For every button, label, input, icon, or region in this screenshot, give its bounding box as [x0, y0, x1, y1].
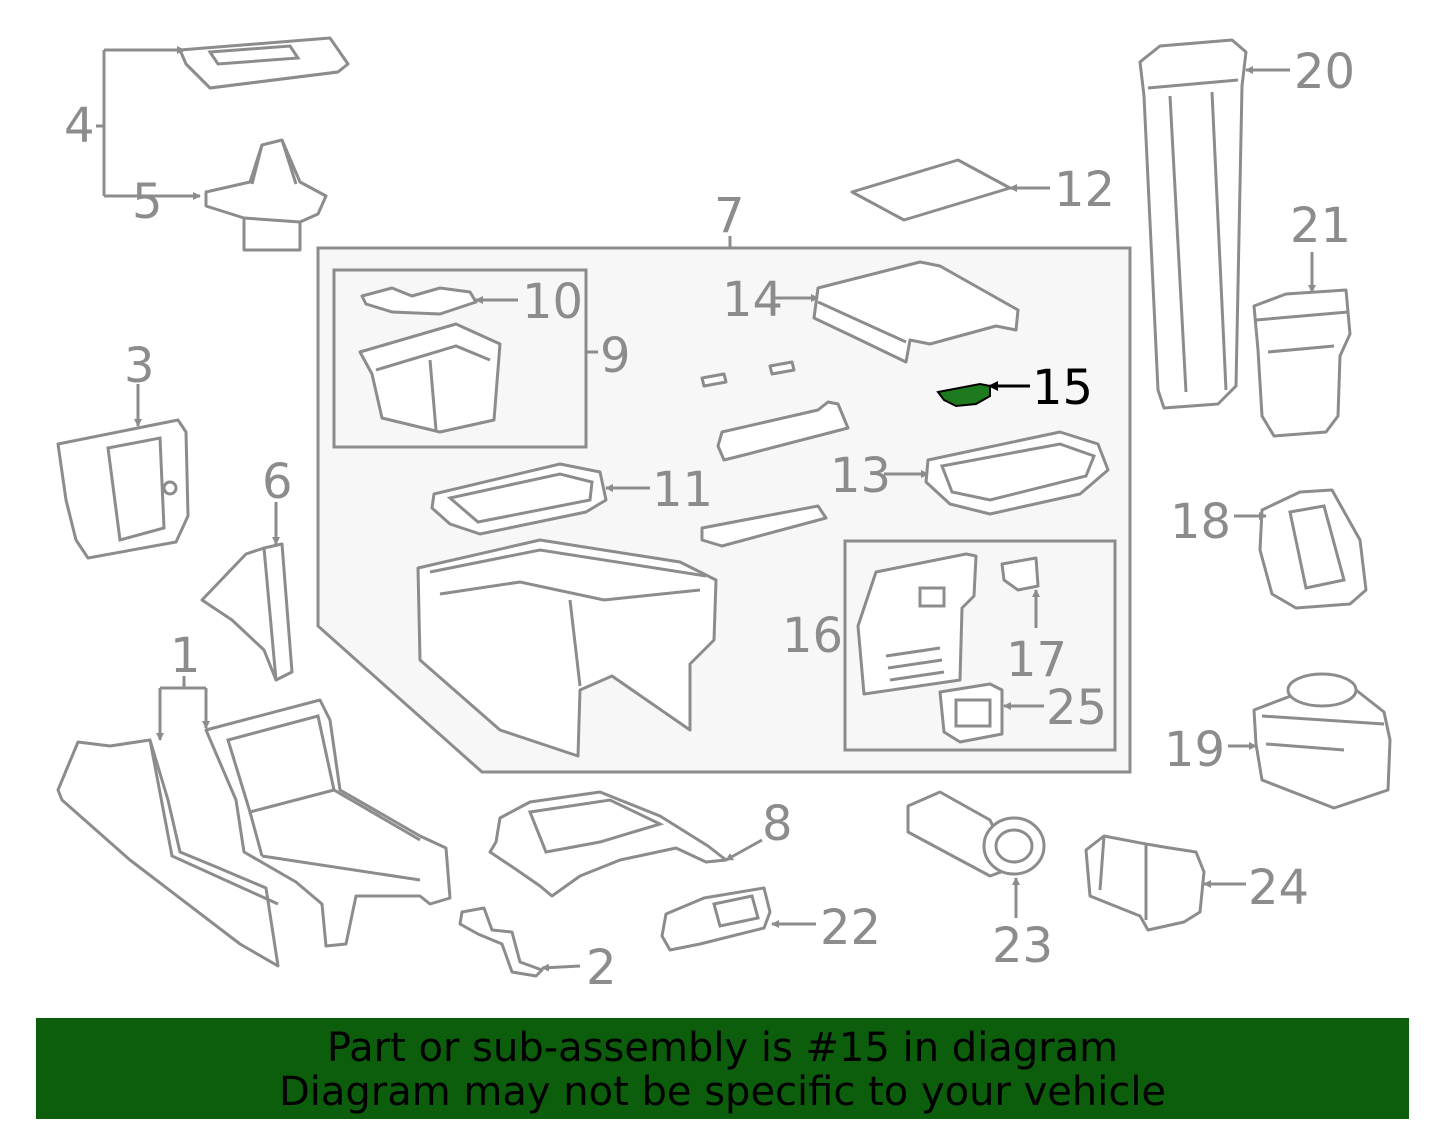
callout-21: 21	[1290, 198, 1351, 254]
part-11-trim-ring[interactable]	[430, 462, 608, 536]
part-17-clip[interactable]	[1000, 556, 1040, 592]
callout-1: 1	[170, 628, 201, 684]
callout-3: 3	[124, 338, 155, 394]
part-18-switch-assy[interactable]	[1258, 488, 1368, 610]
callout-4-bracket	[96, 46, 201, 200]
part-14-armrest-lid[interactable]	[812, 260, 1020, 364]
callout-15: 15	[1032, 360, 1093, 416]
part-3-side-panel[interactable]	[56, 418, 190, 560]
callout-10: 10	[522, 274, 583, 330]
part-8-frame[interactable]	[488, 790, 728, 898]
callout-1-bracket	[156, 676, 210, 741]
callout-17: 17	[1006, 632, 1067, 688]
callout-16: 16	[782, 608, 843, 664]
part-12-pad[interactable]	[850, 158, 1012, 222]
callout-11: 11	[652, 462, 713, 518]
callout-23: 23	[992, 918, 1053, 974]
console-box[interactable]	[416, 538, 718, 758]
callout-18: 18	[1170, 494, 1231, 550]
callout-22: 22	[820, 900, 881, 956]
part-5-shift-boot[interactable]	[204, 138, 328, 252]
part-15-highlighted[interactable]	[936, 382, 991, 408]
part-16-panel[interactable]	[856, 552, 978, 696]
callout-2: 2	[586, 940, 617, 996]
callout-7: 7	[714, 188, 745, 244]
callout-5: 5	[132, 174, 163, 230]
part-20-bar[interactable]	[1138, 38, 1248, 410]
part-2-bracket[interactable]	[458, 906, 544, 978]
callout-20: 20	[1294, 44, 1355, 100]
callout-13: 13	[830, 448, 891, 504]
part-21-switch[interactable]	[1252, 288, 1352, 438]
part-13-trim-ring[interactable]	[924, 430, 1110, 516]
callout-8: 8	[762, 796, 793, 852]
part-9-cup-holder[interactable]	[358, 322, 502, 434]
part-6-trim-panel[interactable]	[200, 542, 294, 682]
callout-19: 19	[1164, 722, 1225, 778]
callout-12: 12	[1054, 162, 1115, 218]
part-1-console-body[interactable]	[56, 698, 452, 968]
callout-14: 14	[722, 272, 783, 328]
part-10-mat[interactable]	[360, 286, 478, 316]
part-23-socket[interactable]	[906, 790, 1046, 878]
callout-24: 24	[1248, 860, 1309, 916]
info-banner: Part or sub-assembly is #15 in diagram D…	[36, 1018, 1409, 1119]
part-24-socket[interactable]	[1084, 834, 1206, 932]
part-clips[interactable]	[700, 360, 850, 548]
part-19-controller[interactable]	[1252, 672, 1392, 810]
callout-25: 25	[1046, 680, 1107, 736]
part-4-shift-bezel[interactable]	[178, 36, 350, 90]
callout-6: 6	[262, 454, 293, 510]
part-22-switch[interactable]	[660, 886, 772, 952]
banner-line-disclaimer: Diagram may not be specific to your vehi…	[278, 1069, 1167, 1115]
callout-9: 9	[600, 328, 631, 384]
banner-line-part-number: Part or sub-assembly is #15 in diagram	[326, 1025, 1119, 1071]
part-25-switch[interactable]	[938, 682, 1004, 744]
callout-4: 4	[64, 98, 95, 154]
